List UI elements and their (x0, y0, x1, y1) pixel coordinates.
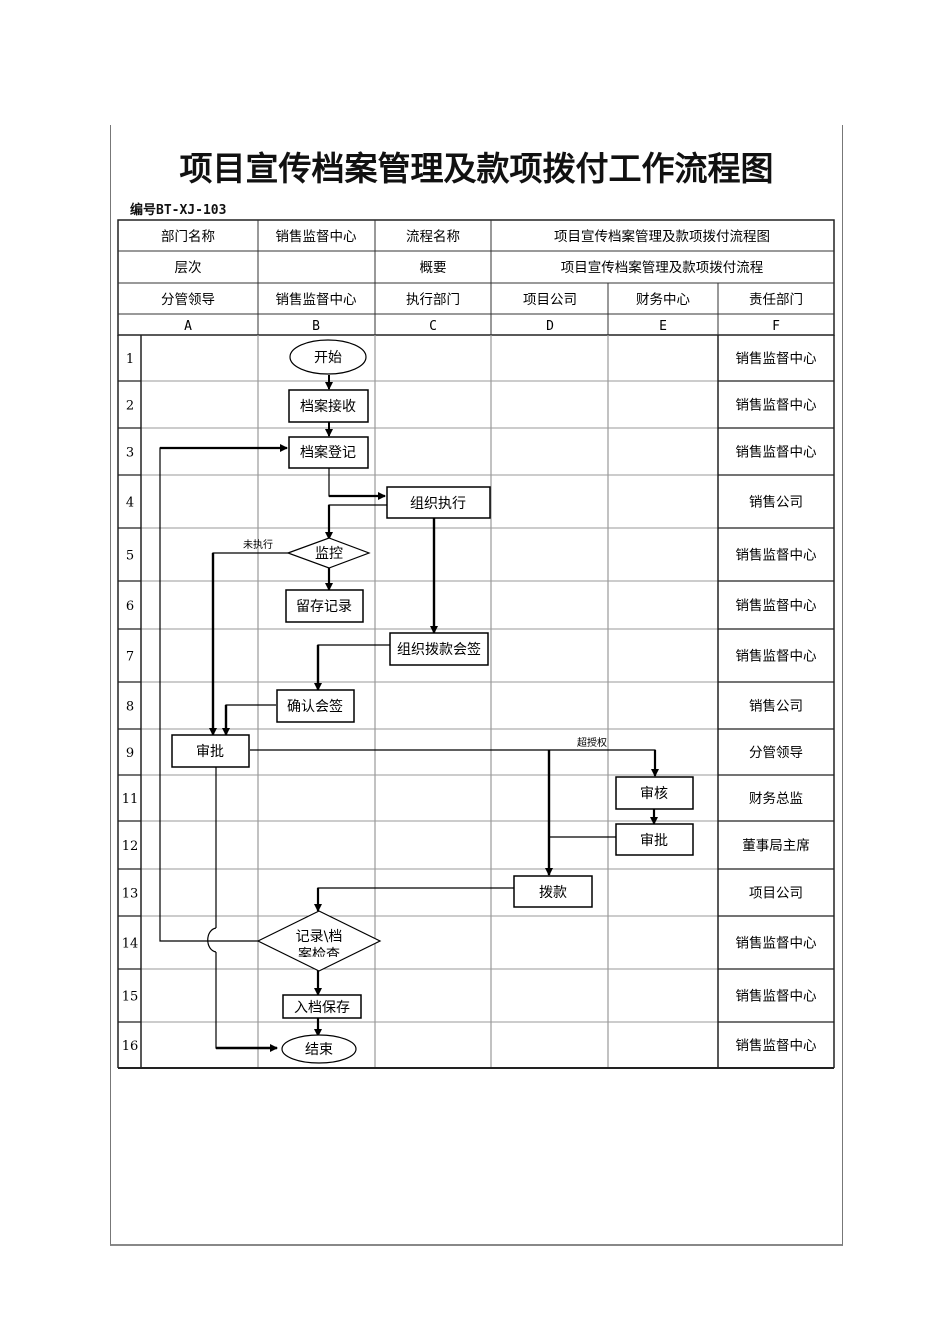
column-label-b: B (312, 319, 320, 334)
row-number: 8 (126, 700, 134, 715)
node-approve-finance: 审批 (615, 823, 694, 856)
responsible-dept: 销售监督中心 (736, 1038, 817, 1054)
node-organize-sign: 组织拨款会签 (389, 632, 489, 666)
svg-text:结束: 结束 (305, 1042, 333, 1058)
line-sign-confirm (317, 644, 390, 690)
level-label: 层次 (175, 260, 202, 276)
responsible-dept: 销售监督中心 (736, 936, 817, 952)
node-start: 开始 (289, 339, 367, 375)
responsible-dept: 销售公司 (749, 495, 803, 511)
svg-text:确认会签: 确认会签 (287, 698, 343, 715)
column-label-e: E (659, 319, 667, 334)
svg-text:留存记录: 留存记录 (296, 599, 352, 615)
svg-text:审批: 审批 (640, 833, 668, 849)
svg-text:组织执行: 组织执行 (410, 496, 466, 512)
summary-label: 概要 (420, 260, 447, 276)
column-label-f: F (772, 319, 780, 334)
responsible-dept: 董事局主席 (742, 838, 810, 854)
svg-text:审批: 审批 (196, 744, 224, 760)
svg-text:入档保存: 入档保存 (294, 1000, 350, 1016)
process-name-value: 项目宣传档案管理及款项拨付流程图 (554, 228, 770, 245)
line-confirm-approve (225, 704, 276, 735)
label-not-executed: 未执行 (243, 538, 273, 551)
responsible-dept: 分管领导 (749, 745, 803, 761)
column-label-c: C (429, 319, 437, 334)
lane-header-f: 责任部门 (749, 292, 803, 308)
dept-name-value: 销售监督中心 (276, 229, 357, 245)
responsible-dept: 销售监督中心 (736, 548, 817, 564)
summary-value: 项目宣传档案管理及款项拨付流程 (561, 259, 764, 276)
node-archive: 入档保存 (282, 994, 362, 1019)
row-number: 12 (122, 839, 139, 854)
svg-text:记录\档: 记录\档 (296, 929, 343, 945)
responsible-dept: 销售监督中心 (736, 398, 817, 414)
line-organize-monitor (328, 504, 387, 537)
lane-header-b: 销售监督中心 (276, 292, 357, 308)
row-number: 7 (126, 650, 134, 665)
lane-header-d: 项目公司 (523, 292, 577, 308)
process-name-label: 流程名称 (406, 229, 460, 245)
row-number: 13 (122, 887, 139, 902)
node-disburse: 拨款 (513, 875, 593, 908)
svg-text:案检查: 案检查 (298, 946, 340, 963)
row-number: 1 (126, 352, 134, 367)
row-number: 11 (122, 792, 139, 807)
svg-text:拨款: 拨款 (539, 885, 567, 901)
line-approve-review (250, 749, 656, 776)
jumper-crossing-icon (207, 927, 217, 953)
line-disburse-check (317, 887, 514, 911)
body-grid (117, 335, 835, 1069)
lane-header-a: 分管领导 (161, 292, 215, 308)
responsible-dept: 销售公司 (749, 699, 803, 715)
node-register: 档案登记 (288, 436, 369, 469)
row-number: 6 (126, 599, 134, 614)
column-label-a: A (184, 319, 192, 334)
row-number: 14 (122, 937, 139, 952)
column-label-d: D (546, 319, 554, 334)
svg-text:组织拨款会签: 组织拨款会签 (397, 641, 481, 658)
document-number: 编号BT-XJ-103 (130, 203, 227, 218)
responsible-dept: 财务总监 (749, 791, 803, 807)
node-monitor: 监控 (286, 537, 371, 569)
node-confirm-sign: 确认会签 (276, 689, 355, 723)
node-keep-record: 留存记录 (285, 589, 364, 623)
page-frame (110, 125, 843, 1246)
responsible-dept: 项目公司 (749, 886, 803, 902)
responsible-dept: 销售监督中心 (736, 649, 817, 665)
label-over-authority: 超授权 (577, 736, 607, 749)
row-number: 16 (122, 1039, 139, 1054)
svg-text:档案登记: 档案登记 (300, 444, 356, 461)
lane-header-e: 财务中心 (636, 292, 690, 308)
responsible-dept: 销售监督中心 (736, 445, 817, 461)
row-number: 2 (126, 399, 134, 414)
node-end: 结束 (281, 1034, 357, 1064)
svg-text:档案接收: 档案接收 (300, 398, 356, 415)
dept-name-label: 部门名称 (161, 229, 215, 245)
row-labels: 1 销售监督中心 2 销售监督中心 3 销售监督中心 4 销售公司 5 销售监督中心 6 销售监督中心… (122, 351, 817, 1054)
line-approve-end-lower (215, 952, 276, 1049)
row-number: 5 (126, 549, 134, 564)
node-receive: 档案接收 (288, 389, 369, 423)
header-table (117, 219, 835, 336)
responsible-dept: 销售监督中心 (736, 351, 817, 367)
connectors (159, 375, 659, 1052)
svg-text:监控: 监控 (315, 546, 343, 562)
row-number: 9 (126, 746, 134, 761)
row-number: 3 (126, 446, 134, 461)
row-number: 15 (122, 990, 139, 1005)
responsible-dept: 销售监督中心 (736, 989, 817, 1005)
line-check-loopback (159, 447, 287, 942)
node-review: 审核 (615, 776, 694, 810)
row-number: 4 (126, 496, 134, 511)
line-register-organize (328, 467, 385, 497)
lane-header-c: 执行部门 (406, 292, 460, 308)
node-check: 记录\档 案检查 (256, 910, 382, 972)
page-title: 项目宣传档案管理及款项拨付工作流程图 (179, 149, 774, 188)
responsible-dept: 销售监督中心 (736, 598, 817, 614)
svg-text:审核: 审核 (640, 786, 668, 802)
svg-text:开始: 开始 (314, 350, 342, 366)
node-approve-leader: 审批 (171, 734, 250, 768)
node-organize-exec: 组织执行 (386, 486, 491, 519)
